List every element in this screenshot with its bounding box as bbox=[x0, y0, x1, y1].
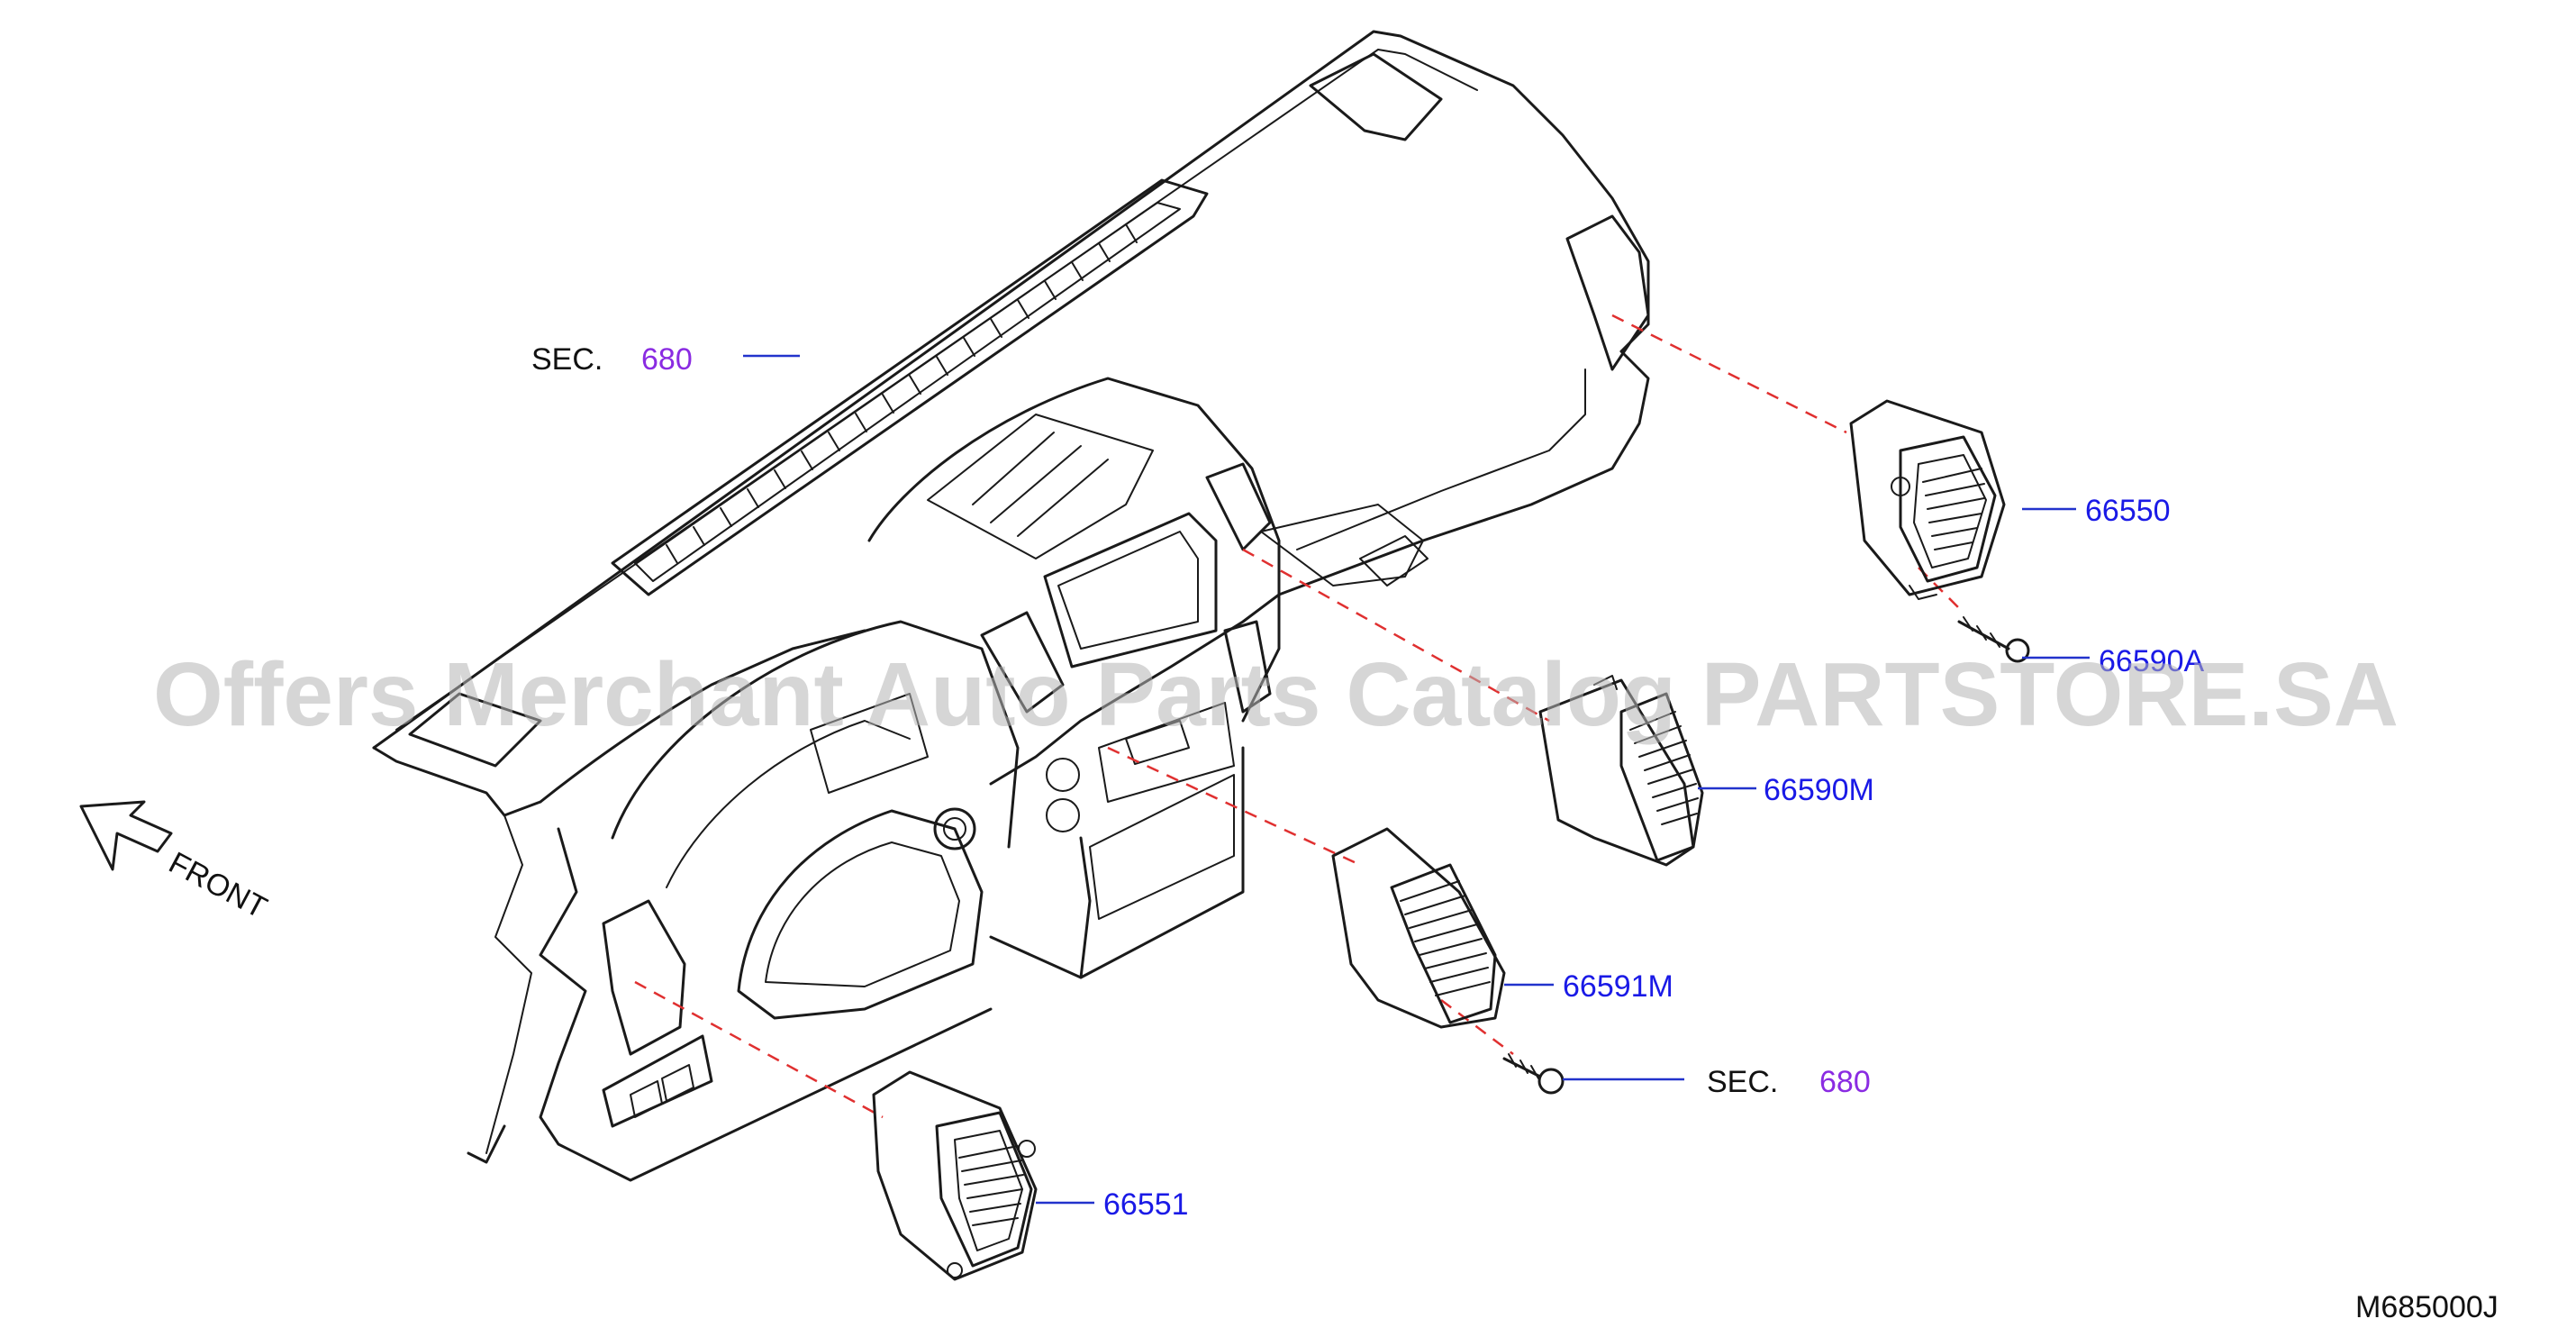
front-label: FRONT bbox=[163, 846, 272, 926]
sec-bottom-ref[interactable]: 680 bbox=[1819, 1065, 1871, 1099]
instrument-cluster bbox=[602, 620, 1020, 1128]
part-label-66590m[interactable]: 66590M bbox=[1764, 773, 1874, 807]
sec-bottom-prefix: SEC. bbox=[1707, 1065, 1778, 1099]
sec-top-ref: 680 bbox=[641, 342, 693, 377]
ventilator-66550 bbox=[1849, 399, 2006, 600]
clip-bottom bbox=[1502, 1053, 1565, 1095]
part-label-66550[interactable]: 66550 bbox=[2085, 494, 2171, 528]
part-label-66590a[interactable]: 66590A bbox=[2099, 644, 2205, 678]
ventilator-66590m bbox=[1538, 675, 1704, 867]
center-stack bbox=[867, 377, 1281, 979]
part-label-66551[interactable]: 66551 bbox=[1103, 1187, 1189, 1222]
right-vent-opening bbox=[1565, 214, 1650, 371]
corner-cover bbox=[408, 692, 542, 768]
drawing-code: M685000J bbox=[2355, 1290, 2499, 1324]
instrument-panel bbox=[372, 30, 1650, 1182]
leader-lines bbox=[743, 354, 2090, 1205]
part-label-66591m[interactable]: 66591M bbox=[1563, 969, 1673, 1004]
glove-box bbox=[1260, 504, 1424, 587]
sec-top-prefix: SEC. bbox=[531, 342, 603, 377]
watermark-text: Offers Merchant Auto Parts Catalog PARTS… bbox=[153, 644, 2399, 745]
defroster-grille bbox=[611, 178, 1209, 596]
front-direction-arrow bbox=[79, 800, 173, 871]
ventilator-66551 bbox=[872, 1070, 1038, 1281]
speaker-recess bbox=[1309, 52, 1443, 141]
ventilator-66591m bbox=[1331, 827, 1506, 1029]
clip-66590a bbox=[1957, 616, 2030, 663]
